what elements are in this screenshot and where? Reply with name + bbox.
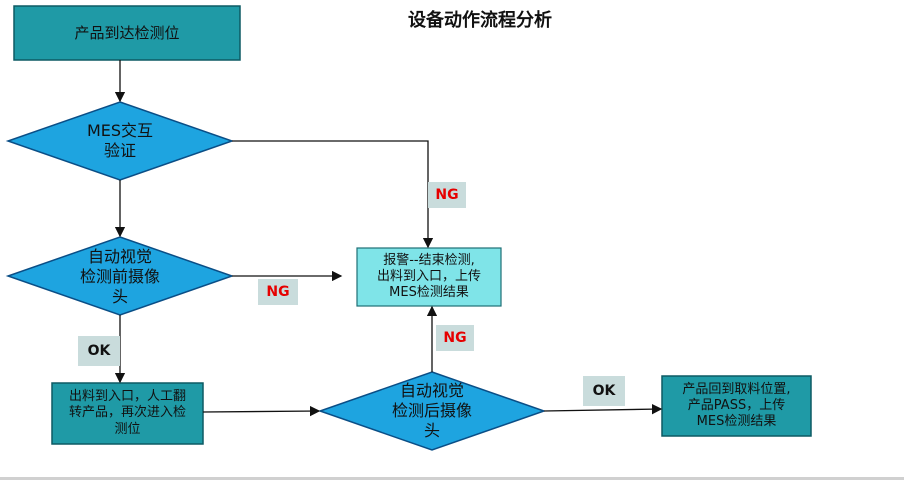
rework-line-3: 测位 [114,421,141,437]
start-label: 产品到达检测位 [14,6,240,60]
pre-camera-line-1: 自动视觉 [87,247,152,266]
arrow-post-ok-to-pass [543,403,663,415]
mes-check-line-1: MES交互 [86,121,154,140]
pre-camera-line-3: 头 [111,287,128,306]
rework-label: 出料到入口，人工翻 转产品，再次进入检 测位 [52,383,203,444]
post-camera-line-2: 检测后摄像 [391,401,472,420]
start-box [13,5,241,61]
pre-camera-label: 自动视觉 检测前摄像 头 [50,244,190,310]
rework-line-2: 转产品，再次进入检 [68,405,186,421]
pass-line-3: MES检测结果 [696,414,777,430]
arrow-rework-to-post [202,405,321,417]
rework-line-1: 出料到入口，人工翻 [68,389,186,405]
diagram-title: 设备动作流程分析 [408,10,552,31]
ng-tag-mes: NG [428,182,466,208]
mes-check-label: MES交互 验证 [50,114,190,168]
pass-line-1: 产品回到取料位置, [682,381,791,397]
post-camera-line-3: 头 [423,421,440,440]
ng-tag-pre-camera: NG [258,279,298,305]
arrow-mes-ng-to-alarm [232,140,434,249]
alarm-line-1: 报警--结束检测, [383,252,475,268]
mes-check-line-2: 验证 [103,141,136,160]
post-camera-diamond [317,371,547,451]
post-camera-line-1: 自动视觉 [399,381,464,400]
pass-label: 产品回到取料位置, 产品PASS，上传 MES检测结果 [662,376,811,436]
pass-box [661,375,812,437]
alarm-line-2: 出料到入口，上传 [376,268,481,284]
pre-camera-line-2: 检测前摄像 [79,267,160,286]
ng-tag-post-camera: NG [436,325,474,351]
start-text: 产品到达检测位 [74,23,180,42]
post-camera-label: 自动视觉 检测后摄像 头 [362,378,502,444]
bottom-divider [0,477,904,480]
pass-line-2: 产品PASS，上传 [687,397,786,413]
alarm-line-3: MES检测结果 [389,285,469,301]
ok-tag-pre-camera: OK [78,336,120,366]
alarm-label: 报警--结束检测, 出料到入口，上传 MES检测结果 [357,248,501,306]
rework-box [51,382,204,445]
ok-tag-post-camera: OK [583,376,625,406]
